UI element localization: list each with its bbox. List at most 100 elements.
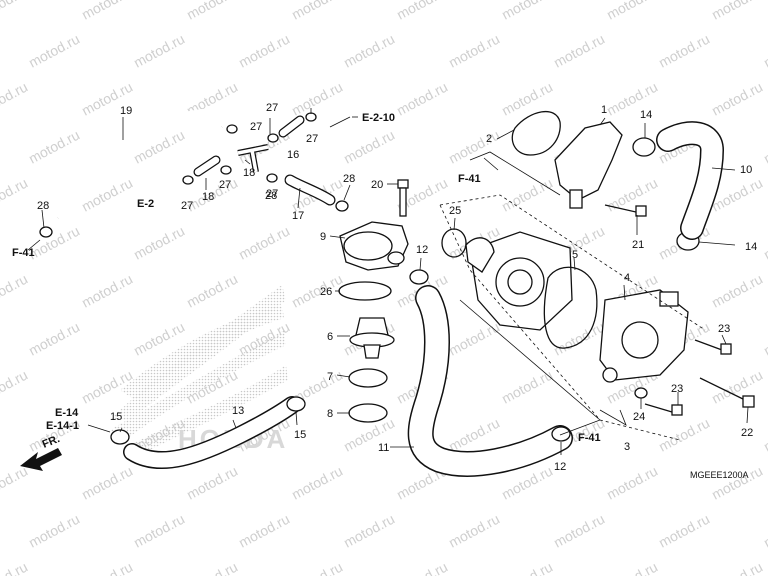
part-number-label[interactable]: 25 xyxy=(449,205,461,217)
clamp-15-left[interactable] xyxy=(110,429,130,445)
part-number-label[interactable]: 15 xyxy=(294,429,306,441)
hose-19[interactable] xyxy=(55,108,226,221)
part-number-label[interactable]: 8 xyxy=(327,408,333,420)
watermark-text: motod.ru xyxy=(551,31,607,71)
watermark-text: motod.ru xyxy=(761,31,768,71)
part-number-label[interactable]: 27 xyxy=(306,133,318,145)
part-number-label[interactable]: 4 xyxy=(624,272,630,284)
part-number-label[interactable]: 23 xyxy=(718,323,730,335)
clamp-12-upper[interactable] xyxy=(409,269,429,285)
gasket-2[interactable] xyxy=(511,110,561,156)
clamp-15-right[interactable] xyxy=(286,396,306,412)
part-number-label[interactable]: 21 xyxy=(632,239,644,251)
washer-24[interactable] xyxy=(634,387,648,399)
water-pipe-1[interactable] xyxy=(554,121,623,209)
ref-e14[interactable]: E-14 xyxy=(55,407,79,419)
clamp-12-lower[interactable] xyxy=(551,426,571,442)
part-number-label[interactable]: 17 xyxy=(292,210,304,222)
bolt-22[interactable] xyxy=(699,377,755,408)
water-pump-body[interactable] xyxy=(465,231,573,331)
clamp-27-a[interactable] xyxy=(267,133,279,143)
hose-18-lower[interactable] xyxy=(193,155,221,177)
part-number-label[interactable]: 27 xyxy=(219,179,231,191)
part-number-label[interactable]: 15 xyxy=(110,411,122,423)
part-number-label[interactable]: 23 xyxy=(671,383,683,395)
seal-8[interactable] xyxy=(348,403,388,423)
clamp-14-upper[interactable] xyxy=(632,137,656,157)
bolt-21[interactable] xyxy=(604,204,647,217)
bolt-23-lower[interactable] xyxy=(644,403,683,416)
watermark-text: motod.ru xyxy=(709,79,765,119)
part-number-label[interactable]: 27 xyxy=(266,102,278,114)
part-number-label[interactable]: 12 xyxy=(554,461,566,473)
watermark-text: motod.ru xyxy=(499,79,555,119)
part-number-label[interactable]: 11 xyxy=(378,442,389,454)
part-number-label[interactable]: 16 xyxy=(287,149,299,161)
part-number-label[interactable]: 3 xyxy=(624,441,630,453)
part-number-label[interactable]: 9 xyxy=(320,231,326,243)
clamp-27-c[interactable] xyxy=(182,175,194,185)
hose-13[interactable] xyxy=(123,396,301,469)
watermark-text: motod.ru xyxy=(289,559,345,576)
part-number-label[interactable]: 5 xyxy=(572,249,578,261)
hose-16[interactable] xyxy=(278,115,305,138)
watermark-text: motod.ru xyxy=(26,31,82,71)
watermark-text: motod.ru xyxy=(131,511,187,551)
part-number-label[interactable]: 14 xyxy=(640,109,652,121)
thermostat-housing-9[interactable] xyxy=(339,221,409,271)
bolt-20[interactable] xyxy=(397,179,409,217)
thermostat-6[interactable] xyxy=(349,317,395,359)
hose-11[interactable] xyxy=(407,285,573,477)
part-number-label[interactable]: 27 xyxy=(181,200,193,212)
seal-7[interactable] xyxy=(348,368,388,388)
clamp-27-top[interactable] xyxy=(226,124,238,134)
hose-17[interactable] xyxy=(284,174,336,206)
ref-e2[interactable]: E-2 xyxy=(137,198,154,210)
part-number-label[interactable]: 7 xyxy=(327,371,333,383)
watermark-text: motod.ru xyxy=(394,0,450,23)
watermark-text: motod.ru xyxy=(236,31,292,71)
clamp-28-mid[interactable] xyxy=(266,173,278,183)
watermark-text: motod.ru xyxy=(289,463,345,503)
ref-f41-left[interactable]: F-41 xyxy=(12,247,35,259)
ref-e14-1[interactable]: E-14-1 xyxy=(46,420,79,432)
o-ring-26[interactable] xyxy=(338,281,392,301)
part-number-label[interactable]: 26 xyxy=(320,286,332,298)
part-number-label[interactable]: 27 xyxy=(266,188,278,200)
part-number-label[interactable]: 6 xyxy=(327,331,333,343)
joint-18-upper[interactable] xyxy=(237,144,269,173)
ref-e2-10[interactable]: E-2-10 xyxy=(362,112,395,124)
watermark-text: motod.ru xyxy=(131,31,187,71)
watermark-text: motod.ru xyxy=(709,0,765,23)
clamp-27-d[interactable] xyxy=(220,165,232,175)
watermark-text: motod.ru xyxy=(709,463,765,503)
part-number-label[interactable]: 1 xyxy=(601,104,607,116)
ref-f41-bottom[interactable]: F-41 xyxy=(578,432,601,444)
clamp-28-right[interactable] xyxy=(335,200,349,212)
part-number-label[interactable]: 19 xyxy=(120,105,132,117)
part-number-label[interactable]: 14 xyxy=(745,241,757,253)
leader-lines xyxy=(41,108,749,455)
pump-cover-4[interactable] xyxy=(599,289,689,383)
part-number-label[interactable]: 10 xyxy=(740,164,752,176)
part-number-label[interactable]: 27 xyxy=(250,121,262,133)
part-number-label[interactable]: 18 xyxy=(202,191,214,203)
part-number-label[interactable]: 28 xyxy=(265,190,277,202)
part-number-label[interactable]: 24 xyxy=(633,411,645,423)
bolt-23-upper[interactable] xyxy=(694,339,732,355)
hose-10[interactable] xyxy=(656,121,725,240)
gasket-5[interactable] xyxy=(543,266,598,349)
clamp-28-left[interactable] xyxy=(39,226,53,238)
part-number-label[interactable]: 18 xyxy=(243,167,255,179)
part-number-label[interactable]: 12 xyxy=(416,244,428,256)
part-number-label[interactable]: 20 xyxy=(371,179,383,191)
clamp-27-b[interactable] xyxy=(305,112,317,122)
part-number-label[interactable]: 13 xyxy=(232,405,244,417)
part-number-label[interactable]: 22 xyxy=(741,427,753,439)
part-number-label[interactable]: 28 xyxy=(37,200,49,212)
part-number-label[interactable]: 2 xyxy=(486,133,492,145)
part-number-label[interactable]: 28 xyxy=(343,173,355,185)
ref-f41-mid[interactable]: F-41 xyxy=(458,173,481,185)
watermark-text: motod.ru xyxy=(184,463,240,503)
